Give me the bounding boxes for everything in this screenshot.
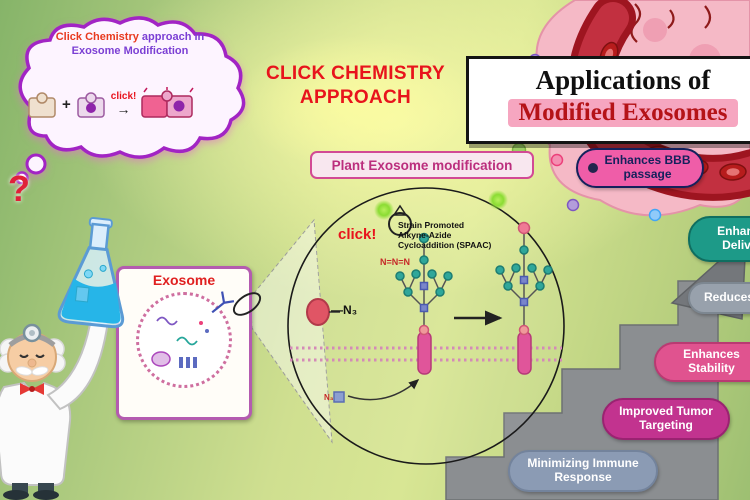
benefit-badge-delivery: Enhances Delivery [688,216,750,262]
dbco-ring-icon [388,204,412,236]
badge-label: Enhances Stability [683,347,740,375]
thought-cloud [15,16,246,184]
spaac-click-label: click! [338,226,377,243]
azide-n3-small-label: N₃ [324,393,334,402]
flask-bubble [83,269,93,279]
applications-box: Applications of Modified Exosomes [466,56,750,144]
title-glow [235,35,475,170]
membrane-protein [517,331,532,375]
bbb-icon [588,163,598,173]
thought-cloud-text: Click Chemistry approach in Exosome Modi… [28,30,232,59]
bow-tie [20,383,44,395]
puzzle-pieces-joined [141,87,194,118]
puzzle-piece-ligand [77,92,105,118]
cloud-heading-approach-in: approach in [138,31,205,43]
erlenmeyer-flask [57,217,125,329]
cloud-heading-click-chemistry: Click Chemistry [55,31,139,43]
exosome-box-title: Exosome [152,272,216,288]
azide-ligand [306,298,340,326]
scientist-mustache [31,366,49,376]
mechanism-line2: Alkyne-Azide [398,230,452,241]
green-fluorophore [374,200,394,220]
scientist-eyes [19,354,45,358]
rna-squiggle [156,316,178,326]
plant-label-text: Plant Exosome modification [331,157,513,173]
cloud-heading-line2: Exosome Modification [71,45,189,58]
intracellular-azide [333,379,420,403]
cargo-dot [199,321,203,325]
puzzle-piece-plain [28,92,56,118]
main-title: CLICK CHEMISTRY APPROACH [248,62,463,110]
protein-squiggle [176,336,198,346]
exosome-vesicle [136,291,235,388]
flask-bubble [99,264,107,272]
scientist-shoe [3,490,29,500]
azide-chain-label: N=N=N [380,257,411,267]
puzzle-reaction-row: + click! → [26,86,234,122]
membrane-protein [417,331,432,375]
glycan-tree [395,232,453,336]
spaac-reaction-circle [287,187,565,465]
scientist-shoe [33,490,59,500]
plant-exosome-modification-label: Plant Exosome modification [310,151,534,179]
membrane-protein-bar [186,357,190,368]
mechanism-line1: Strain Promoted [398,220,465,230]
bubble-click-label: click! [110,91,137,102]
membrane-protein-bar [193,357,197,368]
membrane-protein-bar [179,357,183,368]
exosome-inset-box: Exosome [116,266,266,420]
benefit-badge-immune-response: Minimizing Immune Response [508,450,658,492]
main-title-line1: CLICK CHEMISTRY [265,63,446,84]
mechanism-line3: Cycloaddition (SPAAC) [398,240,492,251]
main-title-line2: APPROACH [299,86,412,108]
azide-n3-label: —N₃ [331,303,358,317]
cloud-heading-line1: Click Chemistry approach in [28,30,232,44]
benefit-badge-reduces: Reduces [688,282,750,314]
click-arrow-group: click! → [110,91,137,117]
badge-label: Improved Tumor Targeting [619,404,713,432]
badge-label: Enhances Delivery [717,224,750,252]
badge-label: Reduces [704,290,750,305]
question-mark: ? [8,168,30,209]
cargo-dot [205,329,209,333]
applications-title-line2: Modified Exosomes [508,99,738,127]
flask-sample [74,286,90,303]
scientist-nose [27,358,37,368]
lipid-organelle [151,351,171,367]
scientist-head [0,323,66,382]
glycan-tree [495,221,553,336]
badge-label: Minimizing Immune Response [527,456,639,484]
plus-sign: + [62,95,71,113]
badge-label: Enhances BBB passage [604,153,691,181]
applications-title-line1: Applications of [535,65,711,95]
surface-receptors-icon [211,291,235,314]
spaac-mechanism-text: Strain Promoted Alkyne-Azide Cycloadditi… [398,220,514,251]
reaction-arrow-icon: → [116,101,131,117]
benefit-badge-bbb-passage: Enhances BBB passage [576,148,704,188]
benefit-badge-tumor-targeting: Improved Tumor Targeting [602,398,730,440]
benefit-badge-stability: Enhances Stability [654,342,750,382]
exosome-contents [151,316,209,368]
scientist-illustration [0,217,125,500]
green-fluorophore [488,190,508,210]
